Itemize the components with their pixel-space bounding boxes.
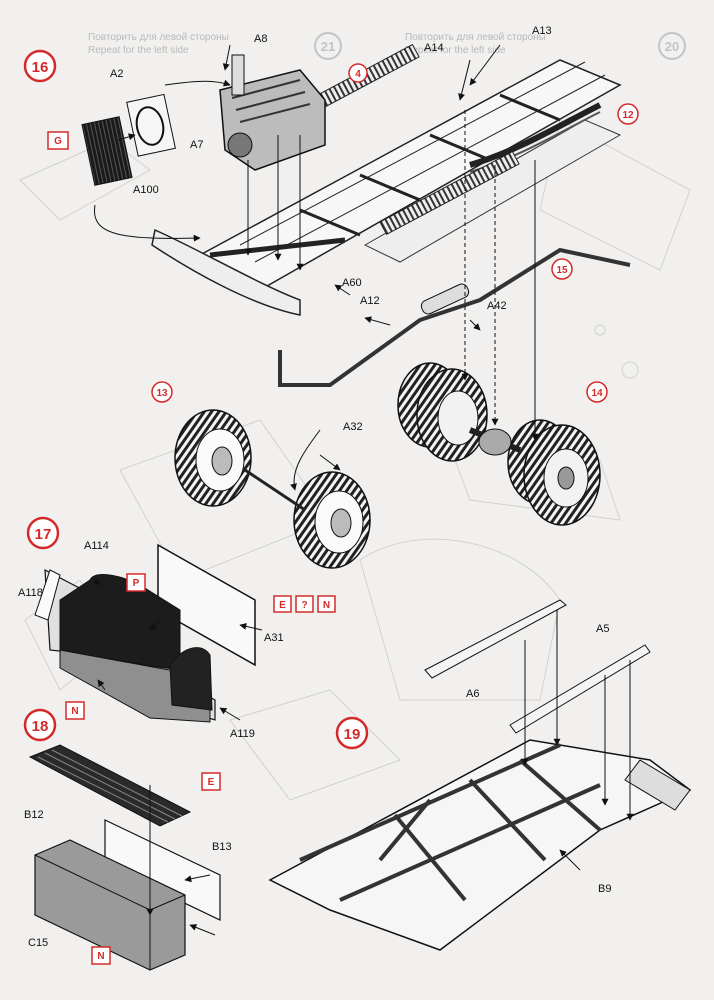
part-label-a31: A31 [264, 632, 284, 644]
step-number-17: 17 [35, 526, 52, 543]
ghost-step-20: 20 [665, 39, 679, 54]
sub-ref-13: 13 [156, 388, 168, 399]
radiator-shroud [126, 93, 176, 157]
rear-dual-wheel-left [397, 362, 488, 462]
paint-code-p: P [133, 578, 140, 589]
bench-back-panel [104, 819, 221, 921]
engine-block [219, 54, 326, 171]
background-ghost-labels: Повторить для левой стороны Repeat for t… [88, 32, 686, 60]
sub-ref-12: 12 [622, 110, 634, 121]
rear-dual-wheel-right [507, 419, 601, 526]
radiator-core [81, 116, 133, 186]
part-label-a114: A114 [84, 540, 109, 552]
paint-code-e-bench: E [208, 777, 215, 788]
floor-rail-a6 [424, 599, 567, 679]
part-label-a13: A13 [532, 25, 552, 37]
part-label-c15: C15 [28, 937, 48, 949]
part-label-a8: A8 [254, 33, 267, 45]
ghost-text-ru-right: Повторить для левой стороны [405, 32, 546, 43]
ghost-text-en-right: Repeat for the left side [405, 45, 506, 56]
part-label-a118: A118 [18, 587, 43, 599]
sub-ref-15: 15 [556, 265, 568, 276]
front-axle-link [244, 468, 306, 512]
muffler [420, 283, 470, 315]
exhaust-pipe [278, 247, 631, 387]
part-label-a60: A60 [342, 277, 362, 289]
rear-differential [468, 427, 522, 456]
seat-side-frame [34, 569, 61, 621]
part-label-a14: A14 [424, 42, 444, 54]
step-number-16: 16 [32, 59, 49, 76]
paint-code-n: N [323, 600, 330, 611]
ghost-text-en-left: Repeat for the left side [88, 45, 189, 56]
sub-ref-4: 4 [355, 69, 361, 80]
front-wheel-right [293, 471, 371, 569]
step-17-seat-assembly: 17 P E ? N N A114 A118 A31 A119 [18, 516, 336, 740]
coil-spring-lower [379, 150, 520, 236]
assembly-arrows [93, 44, 539, 491]
step-number-18: 18 [32, 718, 49, 735]
step-number-19: 19 [344, 726, 361, 743]
part-label-b13: B13 [212, 841, 232, 853]
part-label-a119: A119 [230, 728, 255, 740]
sub-ref-14: 14 [591, 388, 603, 399]
part-label-a2: A2 [110, 68, 123, 80]
part-label-a100: A100 [133, 184, 159, 196]
paint-code-g: G [54, 136, 62, 147]
step-16-chassis-assembly: 16 4 12 13 14 15 G A8 A2 A7 A100 A14 A13… [23, 25, 639, 569]
part-label-a7: A7 [190, 139, 203, 151]
ghost-step-21: 21 [321, 39, 335, 54]
part-label-a6: A6 [466, 688, 479, 700]
paint-code-question: ? [301, 600, 307, 611]
part-label-a42: A42 [487, 300, 507, 312]
paint-code-n-box: N [97, 951, 104, 962]
ghost-text-ru-left: Повторить для левой стороны [88, 32, 229, 43]
step-18-bench-box-assembly: 18 E N B12 B13 C15 [23, 708, 232, 971]
step-19-floor-frame-assembly: 19 A5 A6 B9 [268, 599, 692, 951]
front-bumper [151, 228, 301, 316]
part-label-a5: A5 [596, 623, 609, 635]
seat-back-panel [157, 543, 256, 667]
part-label-a32: A32 [343, 421, 363, 433]
seat-side-cushion [169, 647, 213, 711]
paint-code-e: E [279, 600, 286, 611]
part-label-b9: B9 [598, 883, 611, 895]
part-label-b12: B12 [24, 809, 44, 821]
paint-code-n-seat: N [71, 706, 78, 717]
part-label-a12: A12 [360, 295, 380, 307]
floor-rail-a5 [509, 644, 651, 734]
front-wheel-left [174, 409, 252, 507]
